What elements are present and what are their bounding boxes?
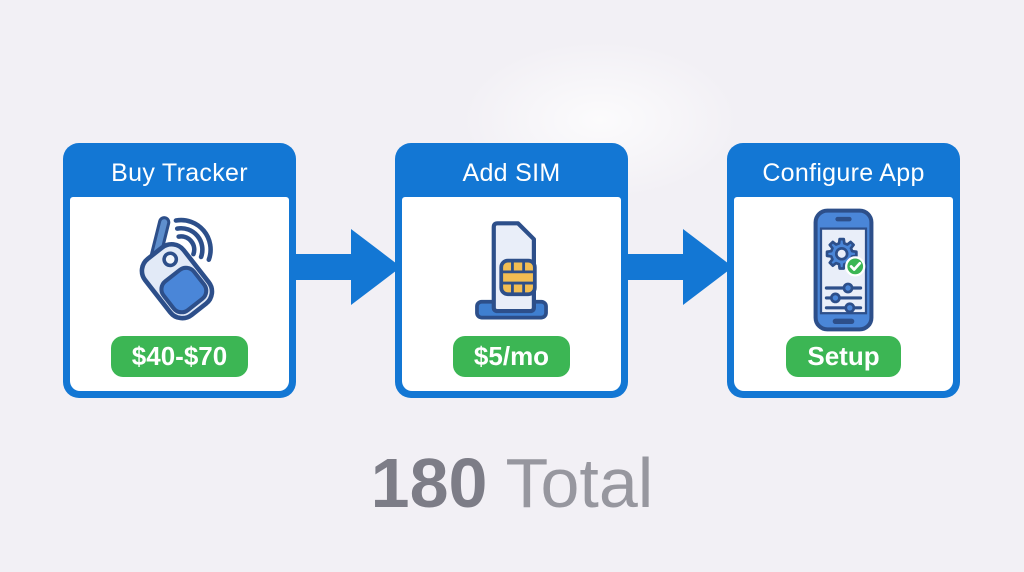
step-title: Add SIM: [462, 159, 561, 187]
step-card-configure-app: Configure App: [727, 143, 960, 398]
step-card-buy-tracker: Buy Tracker $40-$70: [63, 143, 296, 398]
total-label: Total: [505, 444, 654, 522]
flow-arrow-right-icon: [293, 229, 401, 305]
step-card-body: Setup: [734, 197, 953, 391]
gps-tracker-icon: [139, 215, 214, 320]
cost-badge: Setup: [786, 336, 901, 377]
icon-wrap: [803, 203, 884, 336]
cost-badge: $5/mo: [452, 336, 571, 377]
step-title: Buy Tracker: [111, 159, 248, 187]
flow-arrow-right-icon: [625, 229, 733, 305]
cost-badge: $40-$70: [110, 336, 249, 377]
step-card-add-sim: Add SIM $5/mo: [395, 143, 628, 398]
step-title: Configure App: [762, 159, 925, 187]
step-card-body: $40-$70: [70, 197, 289, 391]
sim-card-icon: [475, 220, 548, 319]
total-value: 180: [370, 444, 488, 522]
icon-wrap: [124, 203, 236, 336]
step-card-body: $5/mo: [402, 197, 621, 391]
phone-settings-icon: [813, 208, 874, 331]
icon-wrap: [460, 203, 563, 336]
